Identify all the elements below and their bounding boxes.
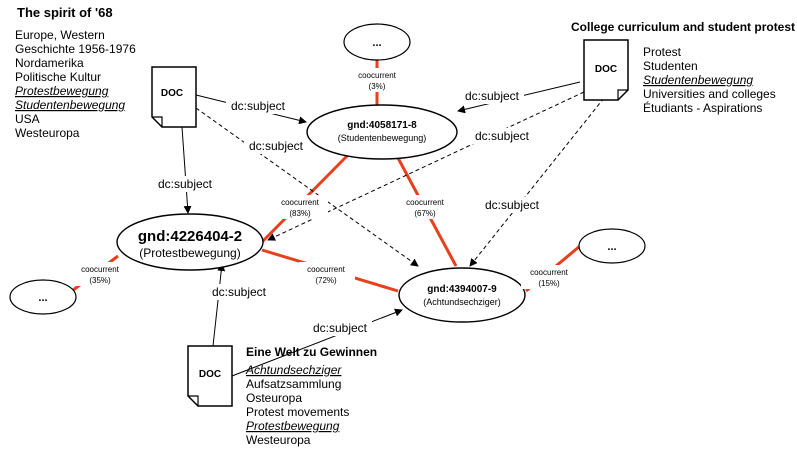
subject-item: Protest movements (246, 405, 349, 419)
node-dots-left-label: ... (38, 292, 47, 304)
cooc-label-protest-acht: coocurrent (72%) (299, 262, 355, 286)
doc-subject-list-college: Protest Studenten Studentenbewegung Univ… (643, 45, 776, 115)
subject-item: Europe, Western (15, 28, 105, 42)
node-studenten-label: (Studentenbewegung) (338, 133, 427, 143)
edge-doc1-protest (181, 126, 192, 214)
node-dots-top-label: ... (372, 37, 381, 49)
svg-text:(3%): (3%) (369, 82, 386, 91)
edge-doc1-acht (195, 107, 419, 267)
subject-labels: dc:subject dc:subject dc:subject dc:subj… (153, 88, 544, 336)
doc-title-college: College curriculum and student protest (571, 20, 795, 34)
doc-subject-list-eine-welt: Achtundsechziger Aufsatzsammlung Osteuro… (245, 363, 349, 447)
subject-item: Protest (643, 45, 682, 59)
subject-item: Nordamerika (15, 56, 84, 70)
subject-item-linked: Protestbewegung (15, 84, 109, 98)
node-dots-right-label: ... (607, 241, 616, 253)
cooccurrence-labels: coocurrent (3%) coocurrent (83%) coocurr… (72, 68, 577, 289)
svg-text:coocurrent: coocurrent (358, 71, 397, 80)
doc-title-spirit: The spirit of '68 (17, 5, 113, 20)
edge-label-doc2-acht: dc:subject (485, 198, 540, 212)
subject-item: Geschichte 1956-1976 (15, 42, 136, 56)
edge-doc3-protest (212, 263, 226, 347)
doc-subject-list-spirit: Europe, Western Geschichte 1956-1976 Nor… (15, 28, 136, 140)
edge-label-doc1-protest: dc:subject (158, 177, 213, 191)
node-acht[interactable] (398, 267, 526, 323)
node-protest-label: (Protestbewegung) (139, 246, 240, 260)
svg-text:(15%): (15%) (538, 279, 560, 288)
subject-item-linked: Studentenbewegung (643, 73, 753, 87)
edge-label-doc2-studenten: dc:subject (465, 89, 520, 103)
doc-label-college: DOC (595, 64, 617, 75)
subject-item: Étudiants - Aspirations (643, 100, 762, 115)
doc-block-spirit: The spirit of '68 Europe, Western Geschi… (15, 5, 136, 140)
doc-label-spirit: DOC (161, 88, 183, 99)
concept-nodes: ... gnd:4058171-8 (Studentenbewegung) gn… (9, 23, 646, 323)
subject-item-linked: Protestbewegung (246, 419, 340, 433)
node-studenten-id: gnd:4058171-8 (347, 120, 417, 131)
edge-doc2-acht (469, 97, 605, 267)
node-protest[interactable] (116, 213, 264, 271)
edge-label-doc2-protest: dc:subject (475, 129, 530, 143)
node-dots-top[interactable] (343, 23, 411, 61)
node-dots-right[interactable] (578, 228, 646, 264)
edge-label-doc3-acht: dc:subject (313, 321, 368, 335)
cooc-label-acht-right: coocurrent (15%) (521, 265, 577, 289)
svg-text:(72%): (72%) (315, 276, 337, 285)
node-acht-id: gnd:4394007-9 (427, 284, 497, 295)
doc-icon-college[interactable]: DOC (583, 39, 629, 101)
doc-block-college: College curriculum and student protest P… (571, 20, 795, 115)
subject-item-linked: Achtundsechziger (245, 363, 342, 377)
edge-label-doc1-acht: dc:subject (249, 139, 304, 153)
subject-item: USA (15, 112, 40, 126)
doc-label-eine-welt: DOC (199, 369, 221, 380)
doc-block-eine-welt: Eine Welt zu Gewinnen Achtundsechziger A… (245, 345, 377, 447)
doc-title-eine-welt: Eine Welt zu Gewinnen (246, 345, 377, 359)
cooc-label-top-studenten: coocurrent (3%) (349, 68, 405, 92)
cooc-label-studenten-acht: coocurrent (67%) (399, 195, 451, 219)
node-dots-left[interactable] (9, 279, 77, 315)
svg-text:coocurrent: coocurrent (81, 265, 120, 274)
cooc-label-left-protest: coocurrent (35%) (72, 262, 128, 286)
subject-item: Politische Kultur (15, 70, 101, 84)
cooc-label-studenten-protest: coocurrent (83%) (272, 195, 328, 219)
subject-item: Westeuropa (246, 433, 311, 447)
svg-text:(67%): (67%) (414, 209, 436, 218)
svg-text:coocurrent: coocurrent (530, 268, 569, 277)
subject-item: Studenten (643, 59, 698, 73)
subject-item: Universities and colleges (643, 87, 776, 101)
svg-text:coocurrent: coocurrent (307, 265, 346, 274)
doc-icon-spirit[interactable]: DOC (151, 66, 197, 128)
edge-doc3-acht (231, 308, 403, 377)
subject-item: Aufsatzsammlung (246, 377, 341, 391)
subject-item: Osteuropa (246, 391, 302, 405)
svg-text:coocurrent: coocurrent (406, 198, 445, 207)
node-studenten[interactable] (306, 104, 458, 160)
node-acht-label: (Achtundsechziger) (423, 297, 501, 307)
edge-label-doc1-studenten: dc:subject (231, 99, 286, 113)
svg-text:(83%): (83%) (289, 209, 311, 218)
doc-icon-eine-welt[interactable]: DOC (187, 345, 233, 407)
svg-text:(35%): (35%) (89, 276, 111, 285)
subject-item-linked: Studentenbewegung (15, 98, 125, 112)
subject-item: Westeuropa (15, 126, 80, 140)
svg-text:coocurrent: coocurrent (281, 198, 320, 207)
node-protest-id: gnd:4226404-2 (138, 228, 242, 245)
edge-label-doc3-protest: dc:subject (212, 285, 267, 299)
